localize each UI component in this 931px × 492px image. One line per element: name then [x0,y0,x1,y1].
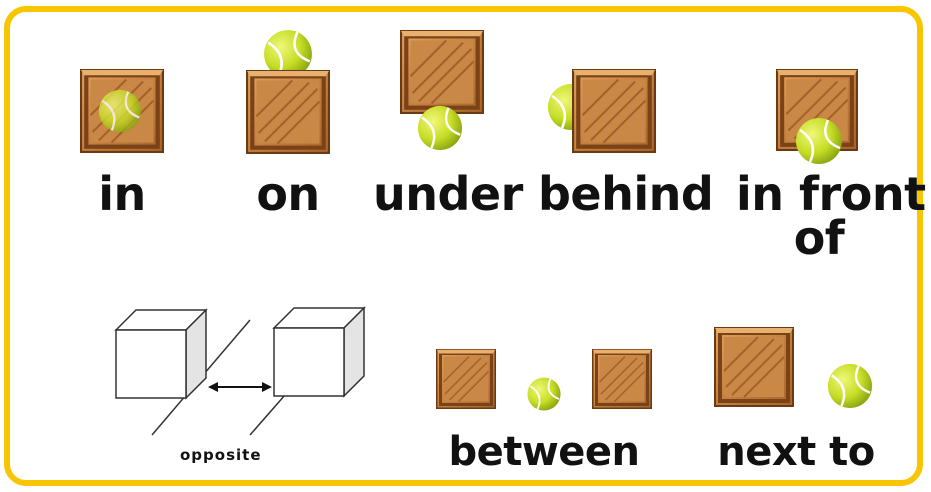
crate-on [246,70,330,154]
label-behind: behind [538,167,714,221]
label-next-to: next to [717,429,875,475]
label-in: in [98,167,146,221]
ball-between [526,376,562,412]
crate-between-left [436,348,496,410]
opposite-diagram [114,306,366,436]
label-opposite: opposite [180,446,262,464]
crate-in [80,68,164,154]
crate-next-to [714,326,794,408]
label-between: between [448,429,640,475]
crate-between-right [592,348,652,410]
ball-in-front [794,116,844,166]
label-on: on [256,167,320,221]
ball-under [416,104,464,152]
crate-behind [572,68,656,154]
crate-under [400,30,484,114]
ball-next-to [826,362,874,410]
label-in-front-1: in front [736,167,926,221]
label-in-front-2: of [793,211,845,265]
label-under: under [373,167,523,221]
